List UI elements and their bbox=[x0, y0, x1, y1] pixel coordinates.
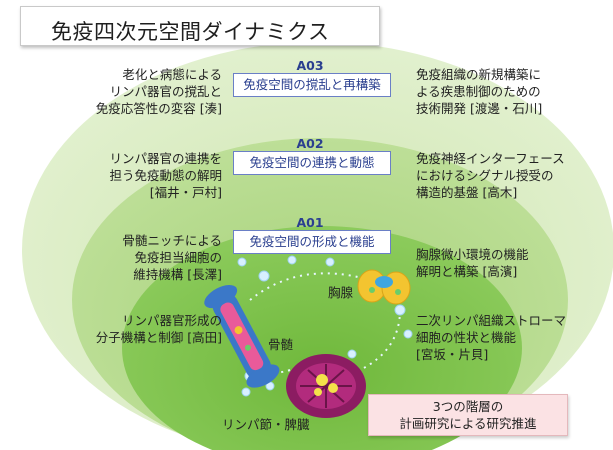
layer-label-a01: 免疫空間の形成と機能 bbox=[233, 230, 391, 254]
layer-code-a01: A01 bbox=[296, 215, 324, 230]
left-text-a01: 骨髄ニッチによる 免疫担当細胞の 維持機構 [長澤] bbox=[122, 233, 222, 282]
page-title: 免疫四次元空間ダイナミクス bbox=[51, 20, 330, 44]
bone-marrow-icon bbox=[204, 284, 280, 388]
thymus-icon bbox=[357, 269, 411, 305]
right-text-thymus: 胸腺微小環境の機能 解明と構築 [高濱] bbox=[416, 247, 529, 279]
lymph-spleen-label: リンパ節・脾臓 bbox=[222, 417, 310, 432]
cell-circulation-path bbox=[249, 272, 401, 374]
title-box: 免疫四次元空間ダイナミクス bbox=[20, 6, 380, 46]
left-text-lymph-formation: リンパ器官形成の 分子機構と制御 [高田] bbox=[95, 313, 222, 345]
right-text-a02: 免疫神経インターフェース におけるシグナル授受の 構造的基盤 [高木] bbox=[416, 151, 565, 200]
right-text-a03: 免疫組織の新規構築に よる疾患制御のための 技術開発 [渡邊・石川] bbox=[416, 67, 543, 116]
right-text-stroma: 二次リンパ組織ストローマ 細胞の性状と機能 [宮坂・片貝] bbox=[416, 313, 567, 362]
thymus-label: 胸腺 bbox=[328, 285, 354, 300]
lymph-node-icon bbox=[286, 354, 366, 418]
bone-marrow-label: 骨髄 bbox=[268, 337, 294, 352]
layer-code-a03: A03 bbox=[296, 58, 324, 73]
layer-label-a03: 免疫空間の撹乱と再構築 bbox=[233, 73, 391, 97]
left-text-a03: 老化と病態による リンパ器官の撹乱と 免疫応答性の変容 [湊] bbox=[95, 67, 222, 116]
left-text-a02: リンパ器官の連携を 担う免疫動態の解明 [福井・戸村] bbox=[109, 151, 222, 200]
layer-code-a02: A02 bbox=[296, 136, 324, 151]
note-line-2: 計画研究による研究推進 bbox=[399, 416, 537, 431]
note-line-1: 3つの階層の bbox=[432, 399, 504, 414]
layer-label-a02: 免疫空間の連携と動態 bbox=[233, 151, 391, 175]
research-note: 3つの階層の 計画研究による研究推進 bbox=[368, 394, 568, 436]
